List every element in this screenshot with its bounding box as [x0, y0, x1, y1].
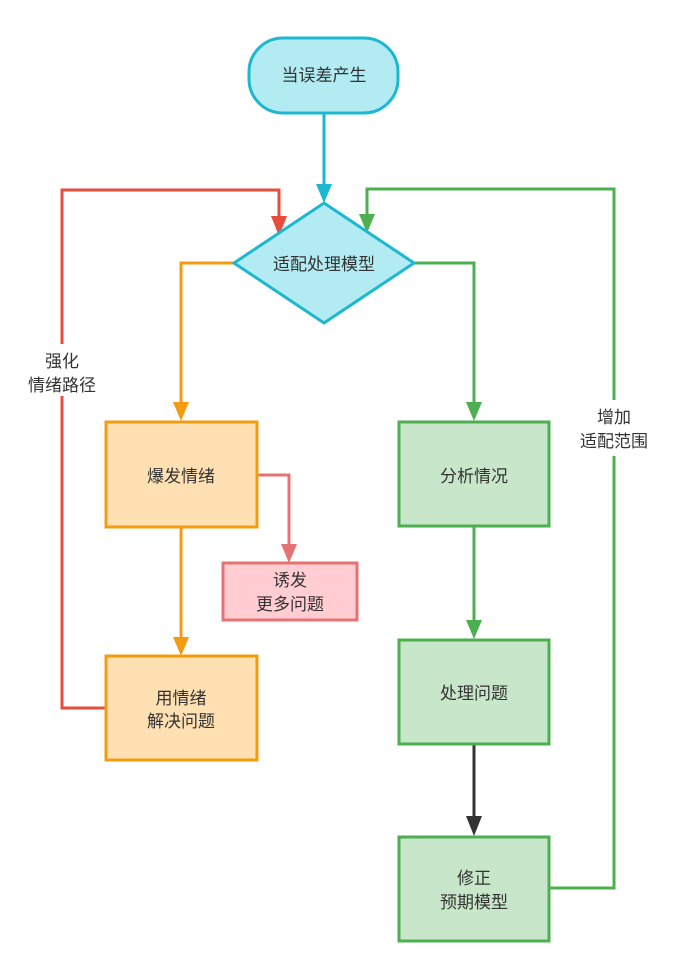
node-trigger[interactable]: 诱发 更多问题 — [221, 561, 359, 622]
arrowhead-icon — [281, 544, 297, 563]
node-start[interactable]: 当误差产生 — [247, 36, 400, 115]
node-use-emotion-label-line2: 解决问题 — [147, 712, 215, 732]
edge-label-expand-line2: 适配范围 — [580, 432, 648, 452]
node-fix-label-line1: 修正 — [457, 869, 491, 889]
edge-use-to-decision — [60, 188, 287, 710]
arrowhead-icon — [173, 402, 189, 421]
node-analyze[interactable]: 分析情况 — [397, 420, 551, 528]
node-decision[interactable]: 适配处理模型 — [231, 201, 417, 325]
node-start-shape — [247, 36, 400, 115]
node-analyze-shape — [397, 420, 551, 528]
arrowhead-icon — [466, 816, 482, 836]
edge-label-expand-line1: 增加 — [597, 408, 631, 428]
node-use-emotion-label-line1: 用情绪 — [156, 689, 207, 709]
edge-start-to-decision — [316, 113, 332, 203]
edge-decision-to-analyze — [414, 261, 482, 421]
arrowhead-icon — [466, 402, 482, 421]
node-decision-label: 适配处理模型 — [273, 255, 375, 275]
edge-label-reinforce-line1: 强化 — [45, 352, 79, 372]
node-burst-label: 爆发情绪 — [147, 467, 215, 487]
node-fix[interactable]: 修正 预期模型 — [397, 835, 551, 943]
edge-burst-to-trigger — [257, 473, 297, 563]
node-handle-shape — [397, 638, 551, 746]
arrowhead-icon — [271, 216, 287, 236]
arrowhead-icon — [173, 637, 189, 656]
edge-label-expand: 增加 适配范围 — [580, 408, 648, 452]
node-start-label: 当误差产生 — [282, 66, 367, 86]
arrowhead-icon — [316, 184, 332, 203]
node-use-emotion[interactable]: 用情绪 解决问题 — [104, 654, 259, 762]
node-trigger-label-line2: 更多问题 — [256, 595, 324, 615]
edge-burst-to-use — [173, 528, 189, 656]
edge-label-reinforce-line2: 情绪路径 — [28, 376, 96, 396]
edge-handle-to-fix — [466, 745, 482, 836]
node-trigger-label-line1: 诱发 — [273, 571, 307, 591]
edge-decision-to-burst — [173, 261, 234, 421]
arrowhead-icon — [466, 620, 482, 639]
node-analyze-label: 分析情况 — [440, 467, 508, 487]
edge-label-reinforce: 强化 情绪路径 — [28, 352, 96, 396]
edge-fix-to-decision — [359, 187, 616, 890]
node-burst[interactable]: 爆发情绪 — [104, 420, 259, 529]
arrowhead-icon — [359, 214, 375, 233]
node-burst-shape — [104, 420, 259, 529]
node-fix-shape — [397, 835, 551, 943]
edge-analyze-to-handle — [466, 527, 482, 639]
node-decision-shape — [231, 201, 417, 325]
node-fix-label-line2: 预期模型 — [440, 893, 508, 913]
node-handle[interactable]: 处理问题 — [397, 638, 551, 746]
node-handle-label: 处理问题 — [440, 684, 508, 704]
node-use-emotion-shape — [104, 654, 259, 762]
node-trigger-shape — [221, 561, 359, 622]
